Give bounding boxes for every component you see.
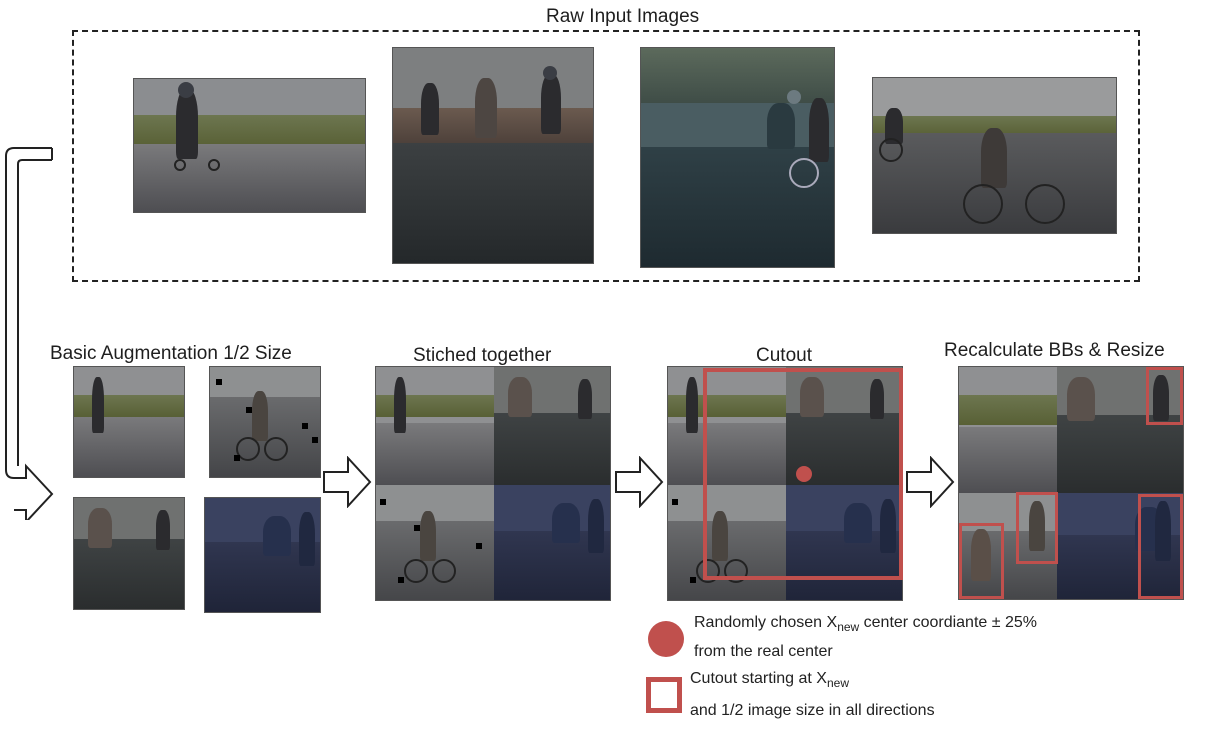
bounding-box-bicycle — [1016, 492, 1058, 564]
arrow-to-recalculate-icon — [906, 456, 955, 508]
arrow-to-stiched-icon — [323, 456, 372, 508]
stiched-title: Stiched together — [413, 345, 552, 366]
raw-image-mobility-scooter — [640, 47, 835, 268]
legend-dot-text-line1: Randomly chosen Xnew center coordiante ±… — [694, 614, 1037, 634]
new-center-dot — [796, 466, 812, 482]
aug-image-scooter — [73, 366, 185, 478]
aug-image-bicycle — [209, 366, 321, 478]
raw-images-frame — [72, 30, 1140, 282]
stiched-mosaic — [375, 366, 611, 601]
bounding-box-pedestrian — [959, 523, 1004, 599]
legend-box-text-line1: Cutout starting at Xnew — [690, 670, 849, 690]
raw-image-scooter — [133, 78, 366, 213]
flow-arrow-left — [5, 147, 54, 520]
cutout-region-box — [703, 368, 903, 580]
cutout-mosaic — [667, 366, 903, 601]
bounding-box-scooter — [1146, 367, 1183, 425]
recalculate-title: Recalculate BBs & Resize — [944, 340, 1165, 361]
basic-augmentation-title: Basic Augmentation 1/2 Size — [50, 343, 292, 364]
cutout-title: Cutout — [756, 345, 812, 366]
aug-image-pedestrians — [73, 497, 185, 610]
legend-box-text-line2: and 1/2 image size in all directions — [690, 702, 935, 719]
arrow-to-cutout-icon — [615, 456, 664, 508]
bounding-box-mobility — [1138, 494, 1183, 599]
legend-box-icon — [646, 677, 682, 713]
raw-image-pedestrians — [392, 47, 594, 264]
legend-dot-text-line2: from the real center — [694, 643, 833, 660]
raw-images-title: Raw Input Images — [546, 6, 700, 27]
legend-dot-icon — [648, 621, 684, 657]
aug-image-mobility-scooter — [204, 497, 321, 613]
raw-image-bicycle — [872, 77, 1117, 234]
